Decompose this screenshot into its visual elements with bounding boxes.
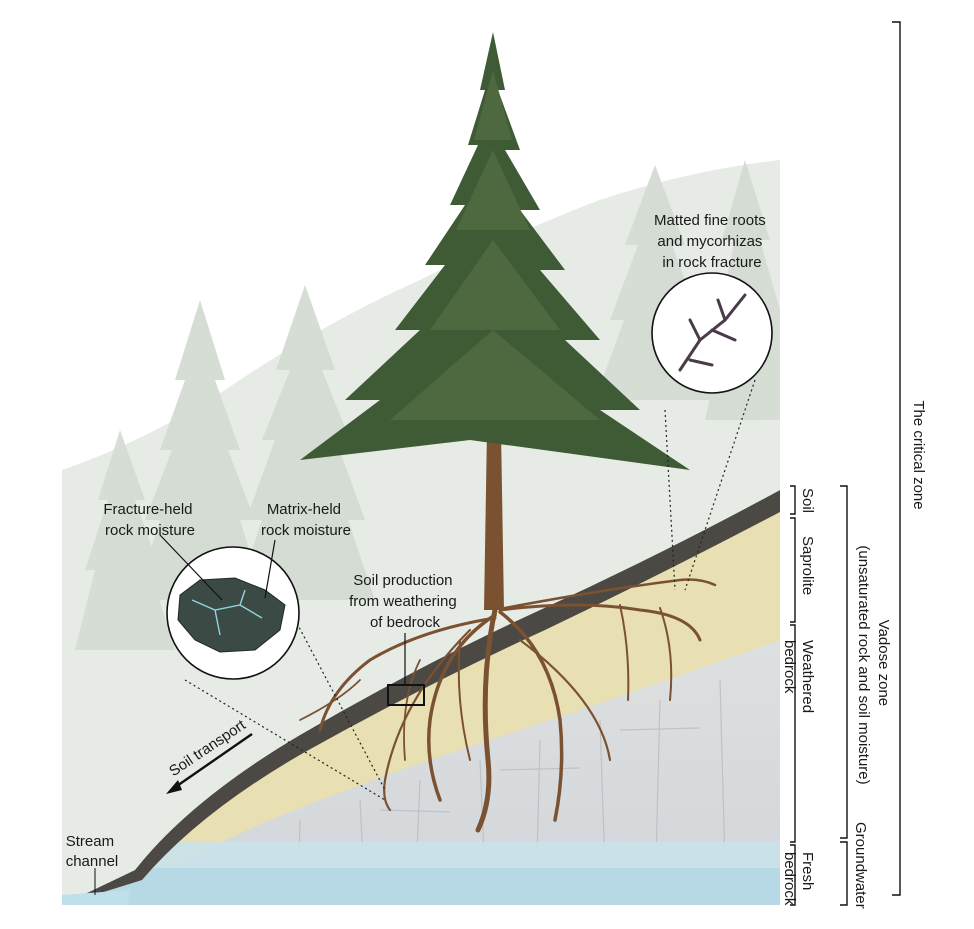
background-tree bbox=[235, 285, 375, 600]
groundwater-bracket bbox=[840, 841, 848, 906]
fracture-moisture-label: Fracture-held rock moisture bbox=[103, 501, 196, 539]
critical-zone-bracket bbox=[892, 21, 901, 896]
weathered-bedrock-bracket bbox=[790, 624, 796, 843]
soil-transport-arrow bbox=[166, 733, 253, 794]
matrix-moisture-label: Matrix-held rock moisture bbox=[261, 501, 351, 539]
fresh-bedrock-bracket bbox=[790, 844, 796, 906]
rock-sample bbox=[177, 577, 286, 653]
background-tree bbox=[135, 300, 265, 600]
fresh-bedrock-label: Fresh bedrock bbox=[781, 852, 816, 906]
critical-zone-label: The critical zone bbox=[910, 400, 927, 509]
groundwater-label: Groundwater bbox=[852, 822, 869, 909]
soil-label: Soil bbox=[799, 488, 816, 513]
root-system bbox=[299, 578, 717, 833]
groundwater-layer bbox=[62, 868, 780, 905]
matted-roots-callout bbox=[651, 272, 773, 591]
background-tree bbox=[75, 430, 175, 650]
saprolite-bracket bbox=[790, 517, 796, 623]
soil-production-label: Soil production from weathering of bedro… bbox=[349, 572, 461, 631]
rock-moisture-callout bbox=[159, 534, 386, 801]
vadose-bracket bbox=[840, 485, 848, 839]
weathered-bedrock-label: Weathered bedrock bbox=[781, 640, 816, 717]
matted-roots-label: Matted fine roots and mycorhizas in rock… bbox=[654, 212, 770, 271]
fir-tree bbox=[300, 32, 690, 610]
zone-brackets bbox=[790, 21, 901, 906]
stream-channel-label: Stream channel bbox=[66, 833, 119, 870]
matted-roots-circle bbox=[651, 272, 773, 394]
soil-bracket bbox=[790, 485, 796, 515]
root-cluster bbox=[678, 293, 747, 372]
soil-layer bbox=[62, 490, 780, 905]
stream-channel-water bbox=[62, 890, 130, 905]
ground-profile bbox=[62, 490, 780, 905]
soil-production-box bbox=[387, 684, 425, 706]
saprolite-label: Saprolite bbox=[799, 536, 816, 595]
vadose-zone-label: Vadose zone (unsaturated rock and soil m… bbox=[855, 545, 892, 784]
